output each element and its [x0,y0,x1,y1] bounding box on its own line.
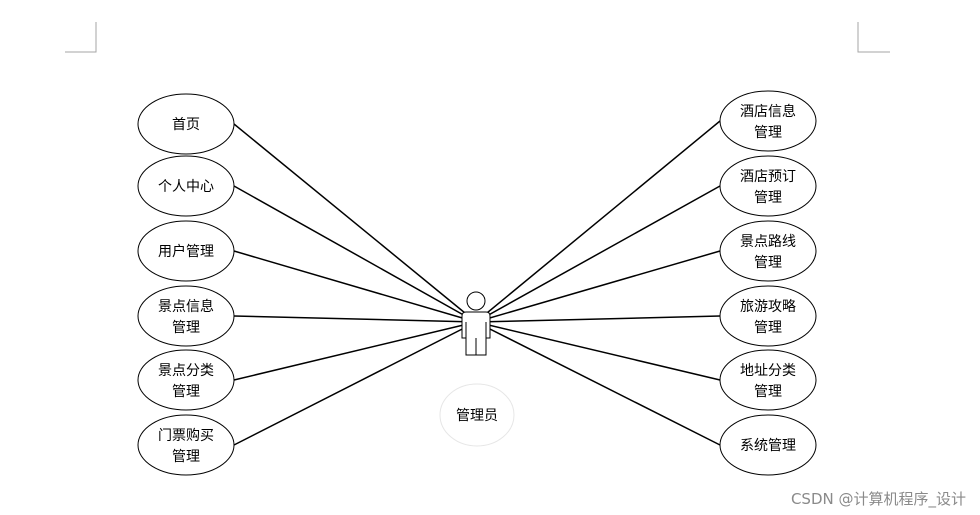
use-case-ellipse [137,285,235,347]
association-line [475,250,721,323]
use-case-ellipse [719,414,817,476]
use-case-ellipse [719,90,817,152]
use-case: 首页 [137,93,235,155]
use-case-ellipse [137,155,235,217]
corner-mark-left [65,22,97,53]
use-case-label: 首页 [172,117,200,133]
association-line [475,321,721,446]
use-case-ellipse [719,285,817,347]
use-case-label: 旅游攻略 [740,299,796,315]
association-line [233,185,477,323]
association-line [233,123,477,323]
use-case: 系统管理 [719,414,817,476]
use-case-ellipse [137,414,235,476]
use-case: 用户管理 [137,220,235,282]
association-line [475,120,721,323]
use-case-ellipse [719,349,817,411]
association-line [475,315,721,323]
association-line [233,321,477,446]
use-case-label: 管理 [754,125,782,141]
use-case-ellipse [719,220,817,282]
use-case-label: 管理 [172,320,200,336]
use-case-label: 地址分类 [740,363,796,379]
use-case-label: 景点分类 [158,363,214,379]
use-case-label: 管理 [754,255,782,271]
use-case-label: 用户管理 [158,243,214,260]
association-line [233,321,477,381]
page-corner-marks [65,22,890,53]
use-case-label: 酒店信息 [740,103,796,120]
use-case-ellipse [137,349,235,411]
corner-mark-right [857,22,890,53]
use-case-ellipse [719,155,817,217]
association-line [233,315,477,323]
actor-label-bubble [439,383,515,447]
use-case-label: 系统管理 [740,438,796,454]
use-case-label: 管理 [172,449,200,465]
use-case-label: 景点路线 [740,234,796,250]
use-case-label: 管理 [754,384,782,400]
association-line [475,185,721,323]
use-case-label: 管理 [172,384,200,400]
use-case-ellipse [137,93,235,155]
use-case-ellipse [137,220,235,282]
actor-label: 管理员 [456,408,498,424]
association-line [475,321,721,381]
actor: 管理员 [439,291,515,447]
use-case-label: 门票购买 [158,428,214,444]
use-case: 个人中心 [137,155,235,217]
person-icon [461,291,491,356]
use-case-label: 管理 [754,320,782,336]
watermark: CSDN @计算机程序_设计 [790,490,966,508]
use-case-label: 个人中心 [158,179,214,195]
use-case-label: 景点信息 [158,298,214,315]
use-case-label: 酒店预订 [740,169,796,185]
association-lines [233,120,721,446]
association-line [233,250,477,323]
use-case-label: 管理 [754,190,782,206]
